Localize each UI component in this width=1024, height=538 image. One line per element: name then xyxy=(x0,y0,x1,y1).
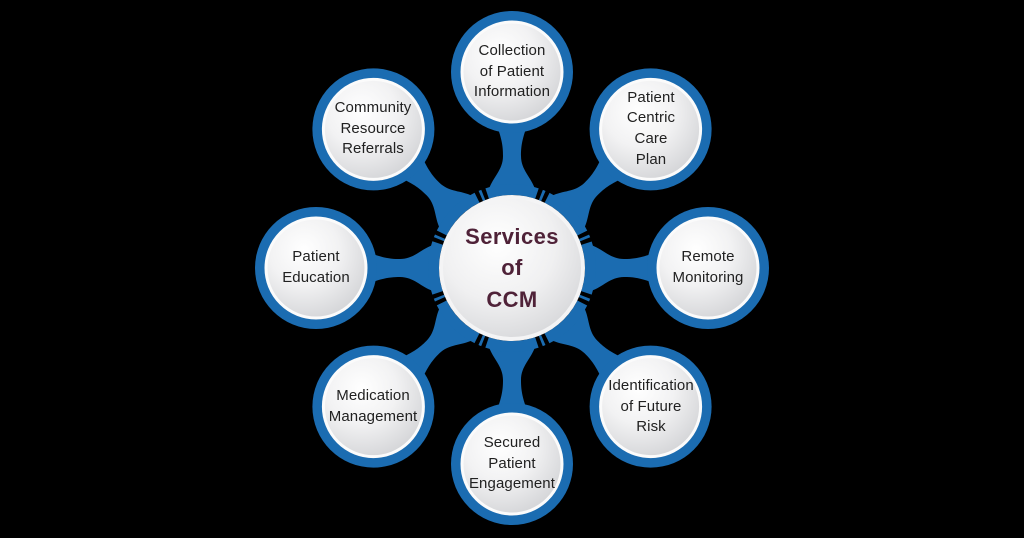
node-circle-remote-monitoring xyxy=(645,205,771,331)
node-circle-patient-education xyxy=(253,205,379,331)
node-circle-identification-of-future-risk xyxy=(588,344,714,470)
hub-ring xyxy=(428,184,596,352)
hub-circle xyxy=(439,195,585,341)
node-circle-patient-centric-care-plan xyxy=(588,66,714,192)
node-circle-collection-of-patient-information xyxy=(449,9,575,135)
node-circle-medication-management xyxy=(310,344,436,470)
node-circle-secured-patient-engagement xyxy=(449,401,575,527)
node-circle-community-resource-referrals xyxy=(310,66,436,192)
